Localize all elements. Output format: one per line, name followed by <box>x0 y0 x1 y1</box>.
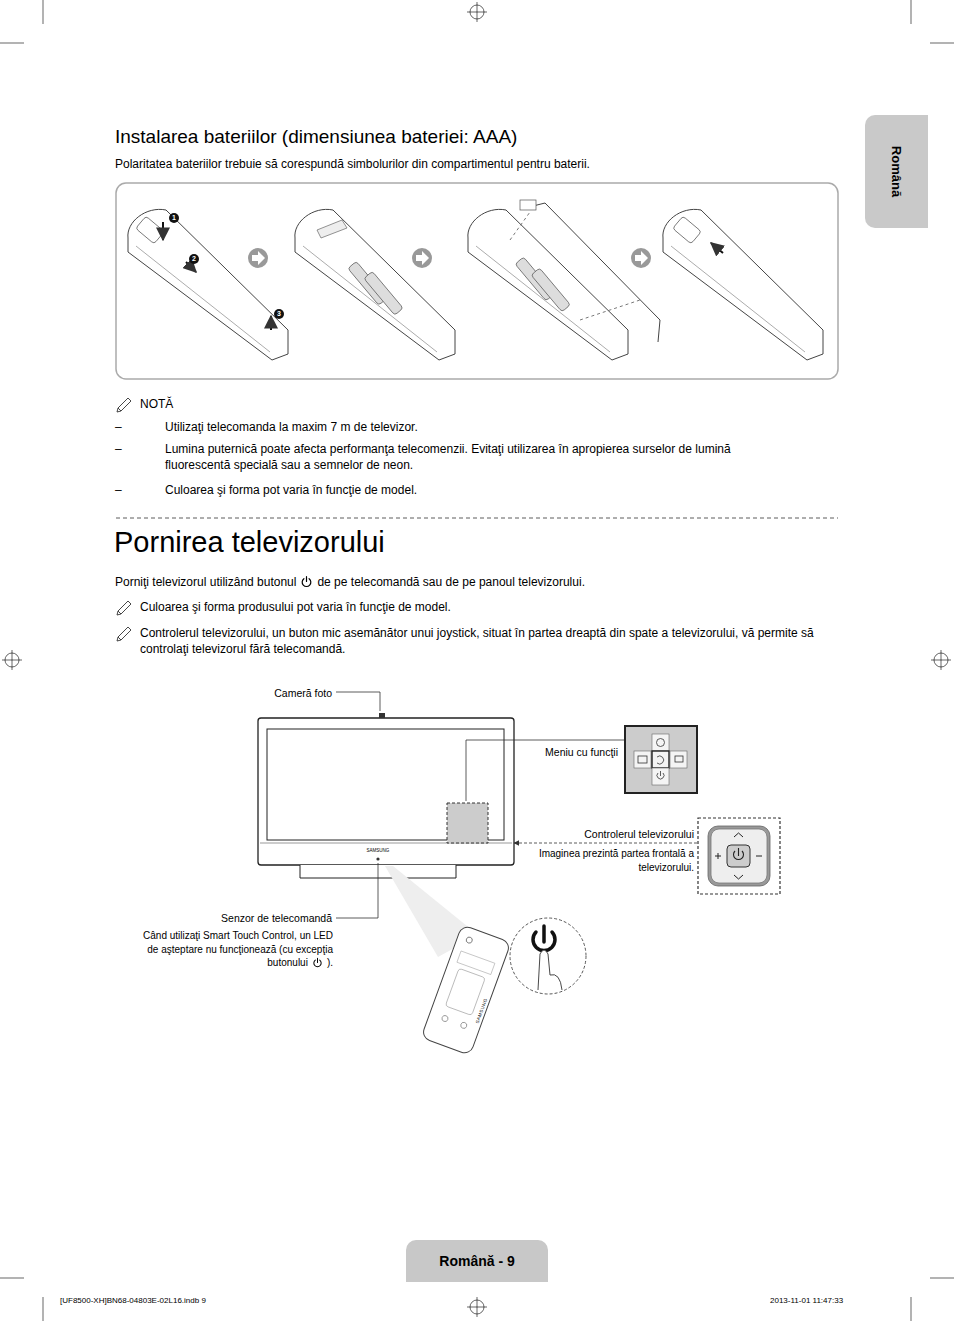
separator <box>116 518 838 519</box>
intro-text: Polaritatea bateriilor trebuie să coresp… <box>115 156 590 172</box>
note-icons <box>117 398 131 641</box>
power-icon <box>300 575 313 588</box>
smart-touch-remote <box>421 925 511 1056</box>
body-text: de pe telecomandă sau de pe panoul telev… <box>317 575 585 589</box>
battery-panel <box>116 183 838 379</box>
note-text: Culoarea şi forma produsului pot varia î… <box>140 599 451 615</box>
battery-steps <box>128 200 823 360</box>
body-text: Porniţi televizorul utilizând butonul <box>115 575 296 589</box>
note-heading: NOTĂ <box>140 396 173 412</box>
print-info: 2013-11-01 11:47:33 <box>770 1296 843 1307</box>
callout-number: 1 <box>169 213 179 223</box>
callout-number: 2 <box>189 254 199 264</box>
power-icon <box>312 957 323 968</box>
note-text: Lumina puternică poate afecta performanţ… <box>165 441 787 473</box>
section-title: Pornirea televizorului <box>114 526 385 559</box>
print-info: [UF8500-XH]BN68-04803E-02L16.indb 9 <box>60 1296 206 1307</box>
tab-label: Română - 9 <box>439 1253 514 1269</box>
brand-logo: SAMSUNG <box>358 848 398 854</box>
section-heading: Instalarea bateriilor (dimensiunea bater… <box>115 124 517 150</box>
part-label: Meniu cu funcţii <box>520 745 618 759</box>
tv-figure <box>258 692 780 957</box>
intro-sentence: Porniţi televizorul utilizând butonul de … <box>115 574 815 590</box>
note-text: Controlerul televizorului, un buton mic … <box>140 625 830 657</box>
note-text: Culoarea şi forma pot varia în funcţie d… <box>165 482 417 498</box>
sensor-note: Când utilizaţi Smart Touch Control, un L… <box>140 929 333 970</box>
page-number-tab: Română - 9 <box>406 1240 548 1282</box>
part-caption: Când utilizaţi Smart Touch Control, un L… <box>143 930 333 968</box>
part-label: Cameră foto <box>240 686 332 700</box>
part-caption: Imaginea prezintă partea frontală a tele… <box>528 847 694 874</box>
callout-number: 3 <box>274 309 284 319</box>
power-touch-detail <box>510 918 586 994</box>
bullet-dash: – <box>115 419 122 435</box>
part-caption: ). <box>327 957 333 968</box>
part-label: Senzor de telecomandă <box>180 911 332 925</box>
note-text: Utilizaţi telecomanda la maxim 7 m de te… <box>165 419 418 435</box>
bullet-dash: – <box>115 441 122 457</box>
bullet-dash: – <box>115 482 122 498</box>
tab-label: Română <box>889 146 904 197</box>
language-tab: Română <box>865 115 928 228</box>
part-label: Controlerul televizorului <box>540 827 694 841</box>
